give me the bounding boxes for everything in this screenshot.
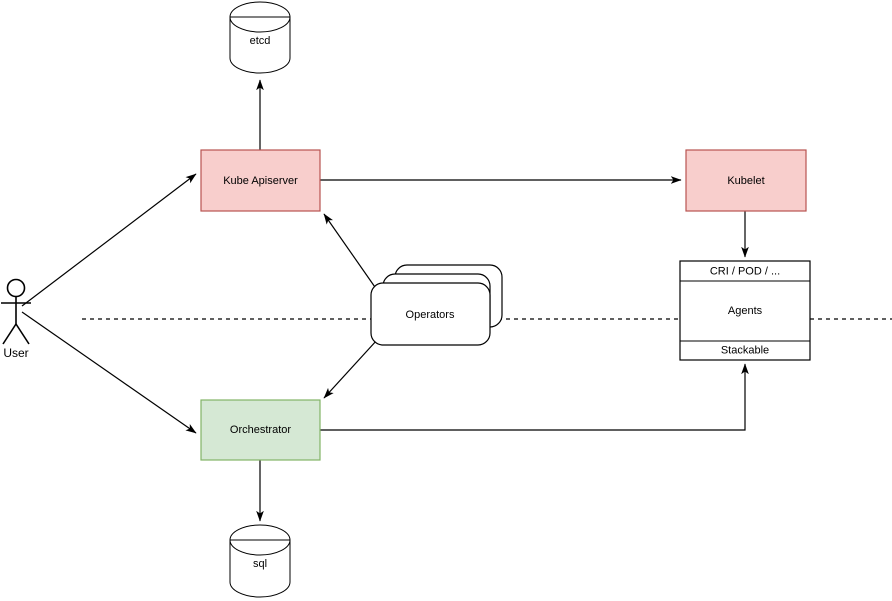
node-etcd[interactable]: etcd [229,1,291,74]
node-operators[interactable]: Operators [370,264,503,346]
node-kubelet-label: Kubelet [727,175,764,187]
operators-stack-layer-front [370,282,491,346]
node-orchestrator[interactable]: Orchestrator [200,399,321,461]
node-etcd-label: etcd [250,35,271,47]
user-leg-right [15,323,30,345]
node-kubelet[interactable]: Kubelet [685,149,807,212]
node-agents-footer-label: Stackable [721,344,769,356]
edge-operators-to-apiserver [323,213,378,291]
user-head-icon [6,278,26,298]
node-kube-apiserver[interactable]: Kube Apiserver [200,149,321,212]
actor-user[interactable]: User [1,278,31,361]
node-kube-apiserver-label: Kube Apiserver [223,175,298,187]
node-operators-label: Operators [406,309,455,321]
node-orchestrator-label: Orchestrator [230,424,291,436]
node-sql-label: sql [253,558,267,570]
user-leg-left [2,323,17,345]
node-agents-container[interactable]: CRI / POD / ... Agents Stackable [679,260,811,361]
node-agents-header-label: CRI / POD / ... [710,265,780,277]
edge-user-to-orchestrator [21,311,197,434]
node-agents-body-label: Agents [728,305,763,317]
edge-user-to-apiserver [21,173,197,307]
edge-orchestrator-to-stackable [320,363,749,431]
edge-operators-to-orchestrator [323,339,378,399]
actor-user-label: User [3,346,28,360]
node-sql[interactable]: sql [229,524,291,598]
